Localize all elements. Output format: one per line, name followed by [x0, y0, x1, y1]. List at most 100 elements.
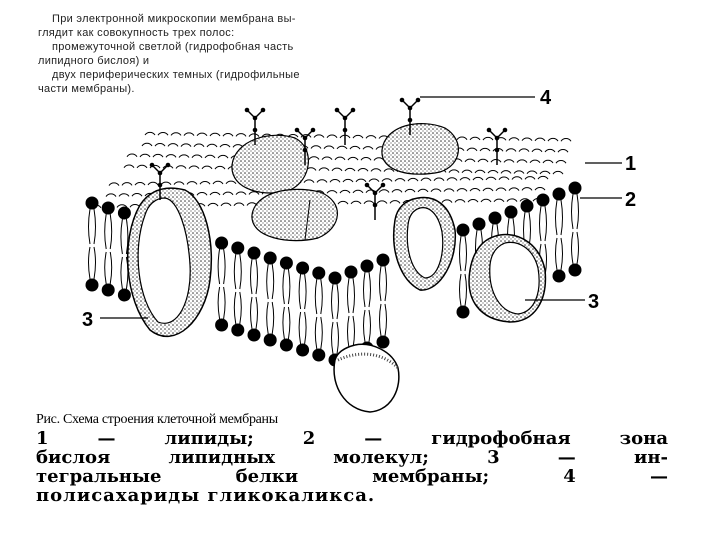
sugar-unit: [407, 117, 413, 123]
lipid-head-open: [121, 182, 133, 186]
lipid-head-open: [225, 180, 237, 185]
lipid-head-open: [529, 159, 541, 164]
lipid-head-open: [464, 158, 476, 163]
lipid-head-open: [479, 147, 491, 152]
lipid-tail: [104, 251, 113, 285]
lipid-head-open: [466, 147, 478, 152]
lipid-head-open: [552, 170, 564, 175]
lipid-head-open: [326, 134, 338, 139]
lipid-head-open: [542, 159, 554, 164]
lipid-head-open: [134, 181, 146, 186]
lipid-head-open: [394, 178, 406, 182]
lipid-head-open: [430, 188, 442, 193]
lipid-tail: [347, 277, 355, 314]
sugar-unit: [342, 127, 348, 133]
figure-caption: Рис. Схема строения клеточной мембраны: [36, 412, 278, 427]
lipid-head-open: [404, 188, 416, 193]
lipid-head-upper: [263, 251, 277, 265]
lipid-head-upper: [472, 217, 486, 231]
lipid-head-open: [139, 153, 151, 158]
lipid-head-open: [214, 165, 226, 170]
lipid-head-upper: [85, 196, 99, 210]
lipid-head-open: [235, 133, 247, 137]
lipid-tail: [120, 256, 129, 290]
sugar-unit: [350, 107, 356, 113]
lipid-head-upper: [215, 236, 229, 250]
lipid-head-open: [360, 157, 372, 161]
lipid-tail: [363, 309, 371, 343]
lipid-tail: [250, 296, 258, 330]
lipid-head-open: [300, 134, 312, 138]
lipid-head-open: [555, 159, 567, 164]
sugar-unit: [302, 147, 308, 153]
lipid-head-open: [417, 188, 429, 193]
lipid-tail: [571, 193, 579, 230]
label-1: 1: [625, 153, 636, 175]
intro-line: части мембраны).: [38, 83, 135, 95]
lipid-head-open: [303, 179, 315, 183]
lipid-tail: [363, 271, 371, 308]
lipid-head-lower: [215, 318, 229, 332]
lipid-head-open: [518, 148, 530, 152]
lipid-head-open: [383, 168, 395, 172]
lipid-head-open: [157, 132, 169, 136]
sugar-unit: [294, 127, 300, 133]
lipid-tail: [555, 237, 563, 271]
lipid-head-open: [329, 179, 341, 183]
lipid-head-open: [420, 177, 432, 182]
lipid-head-open: [352, 189, 364, 194]
lipid-head-lower: [247, 328, 261, 342]
lipid-tail: [571, 231, 579, 265]
lipid-head-open: [313, 134, 325, 138]
label-2: 2: [625, 189, 636, 211]
lipid-head-open: [370, 168, 382, 172]
lipid-head-open: [108, 182, 120, 186]
lipid-head-open: [170, 132, 182, 136]
legend-line: 1 — липиды; 2 — гидрофобная зона: [36, 428, 668, 449]
lipid-head-open: [355, 178, 367, 183]
lipid-head-open: [485, 176, 497, 181]
lipid-head-lower: [552, 269, 566, 283]
lipid-head-open: [248, 133, 260, 137]
lipid-head-upper: [101, 201, 115, 215]
lipid-head-upper: [231, 241, 245, 255]
lipid-head-open: [459, 177, 471, 181]
sugar-unit: [252, 127, 258, 133]
lipid-head-open: [482, 136, 494, 141]
sugar-unit: [244, 107, 250, 113]
lipid-head-open: [131, 193, 143, 197]
lipid-head-open: [201, 165, 213, 170]
lipid-head-open: [136, 164, 148, 169]
lipid-head-open: [474, 169, 486, 174]
lipid-head-open: [212, 180, 224, 185]
lipid-head-open: [521, 187, 533, 191]
lipid-head-open: [337, 200, 349, 205]
lipid-head-open: [321, 156, 333, 160]
lipid-head-open: [505, 148, 517, 152]
lipid-head-open: [248, 191, 260, 195]
lipid-head-open: [193, 143, 205, 148]
lipid-head-open: [222, 132, 234, 137]
lipid-head-open: [152, 153, 164, 158]
polysaccharide-chain: [488, 129, 506, 165]
lipid-head-upper: [279, 256, 293, 270]
lipid-head-upper: [117, 206, 131, 220]
lipid-head-open: [389, 200, 401, 204]
lipid-head-open: [446, 177, 458, 181]
sugar-unit: [407, 105, 413, 111]
lipid-head-open: [407, 177, 419, 182]
lipid-head-open: [126, 153, 138, 158]
lipid-head-open: [524, 176, 536, 180]
sugar-unit: [364, 182, 370, 188]
legend-line: тегральные белки мембраны; 4 —: [36, 466, 668, 487]
lipid-head-open: [480, 198, 492, 203]
lipid-head-open: [154, 142, 166, 147]
lipid-tail: [217, 286, 226, 320]
lipid-head-open: [506, 198, 518, 202]
lipid-head-open: [503, 159, 515, 163]
lipid-head-upper: [504, 205, 518, 219]
lipid-head-open: [363, 200, 375, 205]
lipid-tail: [298, 273, 307, 310]
integral-protein-center-right: [393, 196, 457, 291]
lipid-head-open: [516, 159, 528, 163]
